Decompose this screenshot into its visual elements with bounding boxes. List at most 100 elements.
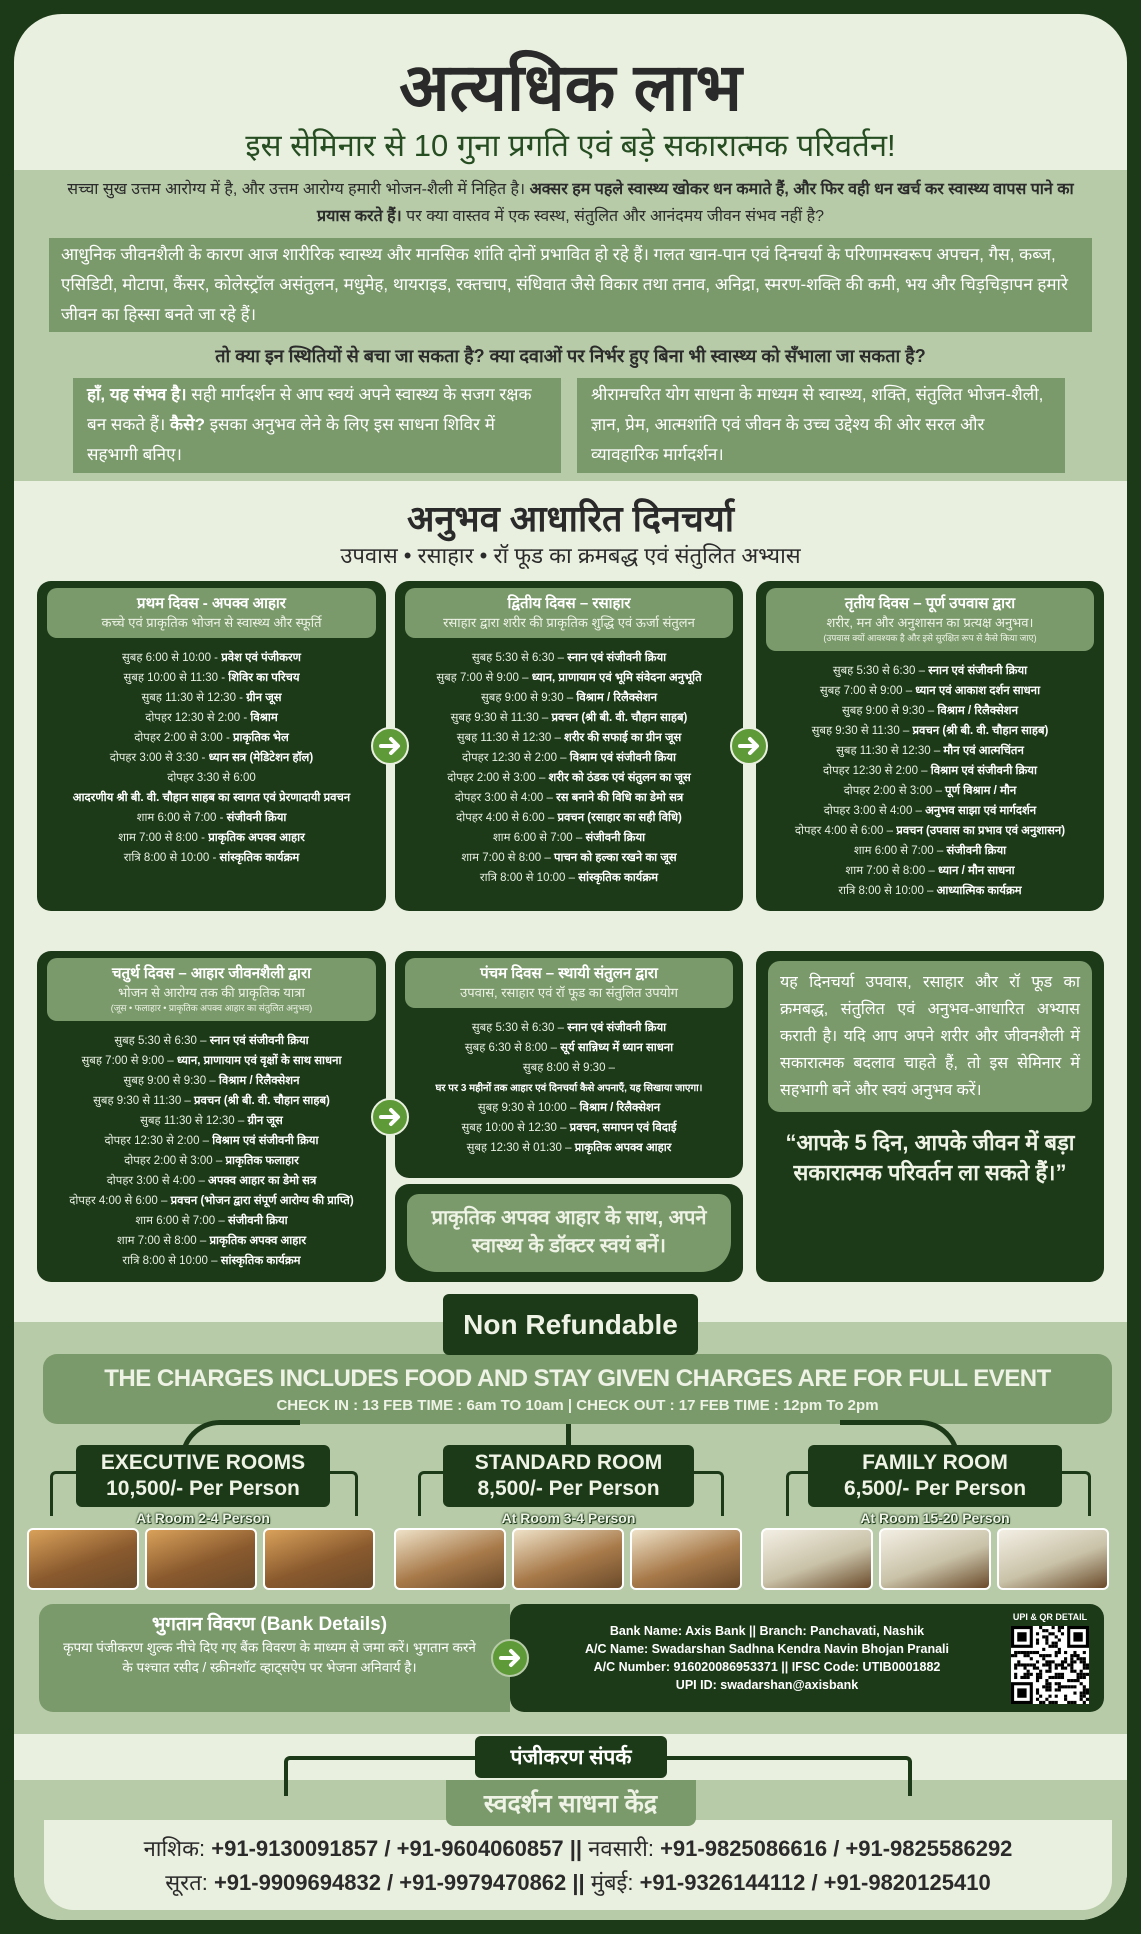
schedule-time: दोपहर 3:00 से 4:00 –: [454, 792, 557, 804]
intro-text-bold: अक्सर हम पहले स्वास्थ्य खोकर धन कमाते है…: [316, 181, 1074, 225]
contact-line: सूरत: +91-9909694832 / +91-9979470862 ||…: [50, 1866, 1106, 1900]
schedule-time: रात्रि 8:00 से 10:00 –: [838, 885, 937, 897]
schedule-item: सुबह 6:30 से 8:00 – सूर्य सान्निध्य में …: [401, 1038, 737, 1058]
schedule-time: सुबह 9:30 से 11:30 –: [811, 725, 913, 737]
phone-numbers[interactable]: +91-9825086616 / +91-9825586292: [660, 1836, 1013, 1861]
room-photo: [879, 1528, 991, 1590]
schedule-item: दोपहर 12:30 से 2:00 – विश्राम एवं संजीवन…: [401, 748, 737, 768]
day-header: प्रथम दिवस - अपक्व आहार कच्चे एवं प्राकृ…: [47, 588, 376, 638]
schedule-time: शाम 7:00 से 8:00 –: [116, 1235, 210, 1247]
schedule-item: रात्रि 8:00 से 10:00 – सांस्कृतिक कार्यक…: [43, 1251, 380, 1271]
schedule-item: सुबह 8:00 से 9:30 –घर पर 3 महीनों तक आहा…: [401, 1058, 737, 1098]
qr-code[interactable]: [1011, 1626, 1089, 1704]
day-header: पंचम दिवस – स्थायी संतुलन द्वारा उपवास, …: [405, 958, 733, 1008]
schedule-item: दोपहर 2:00 से 3:00 – पूर्ण विश्राम / मौन: [762, 781, 1098, 801]
schedule-item: दोपहर 4:00 से 6:00 – प्रवचन (भोजन द्वारा…: [43, 1191, 380, 1211]
phone-numbers[interactable]: +91-9130091857 / +91-9604060857 ||: [211, 1836, 589, 1861]
schedule-activity: ध्यान, प्राणायाम एवं वृक्षों के साथ साधन…: [176, 1055, 342, 1067]
schedule-time: सुबह 6:00 से 10:00 -: [122, 652, 222, 664]
schedule-activity: प्रवचन (श्री बी. वी. चौहान साहब): [194, 1095, 330, 1107]
schedule-activity: ध्यान / मौन साधना: [938, 865, 1015, 877]
schedule-activity: संजीवनी क्रिया: [585, 832, 646, 844]
phone-numbers[interactable]: +91-9909694832 / +91-9979470862 ||: [213, 1870, 591, 1895]
schedule-item: दोपहर 4:00 से 6:00 – प्रवचन (उपवास का प्…: [762, 821, 1098, 841]
schedule-time: सुबह 11:30 से 12:30 –: [456, 732, 565, 744]
schedule-activity: प्राकृतिक फलाहार: [225, 1155, 299, 1167]
room-name: STANDARD ROOM: [474, 1451, 663, 1474]
city-label: नाशिक:: [143, 1836, 212, 1861]
schedule-item: दोपहर 3:00 से 4:00 – रस बनाने की विधि का…: [401, 788, 737, 808]
room-photo: [394, 1528, 506, 1590]
schedule-item: सुबह 11:30 से 12:30 – मौन एवं आत्मचिंतन: [762, 741, 1098, 761]
schedule-item: सुबह 9:30 से 10:00 – विश्राम / रिलैक्सेश…: [401, 1098, 737, 1118]
room-occupancy: At Room 3-4 Person: [501, 1510, 636, 1526]
header: अत्यधिक लाभ इस सेमिनार से 10 गुना प्रगति…: [14, 14, 1127, 166]
schedule-time: रात्रि 8:00 से 10:00 –: [479, 872, 579, 884]
schedule-activity: विश्राम / रिलैक्सेशन: [576, 692, 657, 704]
schedule-activity: प्राकृतिक अपक्व आहार: [208, 832, 305, 844]
account-name: A/C Name: Swadarshan Sadhna Kendra Navin…: [585, 1642, 949, 1656]
schedule-activity: अपक्व आहार का डेमो सत्र: [208, 1175, 317, 1187]
schedule-item: रात्रि 8:00 से 10:00 – सांस्कृतिक कार्यक…: [401, 868, 737, 888]
schedule-item: सुबह 9:30 से 11:30 – प्रवचन (श्री बी. वी…: [401, 708, 737, 728]
day-subtitle: शरीर, मन और अनुशासन का प्रत्यक्ष अनुभव।: [826, 615, 1034, 630]
schedule-item: सुबह 9:30 से 11:30 – प्रवचन (श्री बी. वी…: [43, 1091, 380, 1111]
schedule-time: दोपहर 3:00 से 3:30 -: [109, 752, 209, 764]
city-label: मुंबई:: [590, 1870, 640, 1895]
closing-text: यह दिनचर्या उपवास, रसाहार और रॉ फूड का क…: [768, 961, 1092, 1112]
question-line: तो क्या इन स्थितियों से बचा जा सकता है? …: [215, 346, 926, 366]
schedule-time: दोपहर 2:00 से 3:00 –: [843, 785, 946, 797]
arrow-right-circle-icon: [371, 727, 409, 765]
schedule-time: सुबह 7:00 से 9:00 –: [436, 672, 532, 684]
checkin-checkout: CHECK IN : 13 FEB TIME : 6am TO 10am | C…: [276, 1397, 879, 1414]
upi-id: UPI ID: swadarshan@axisbank: [675, 1678, 859, 1692]
phone-numbers[interactable]: +91-9326144112 / +91-9820125410: [639, 1870, 991, 1895]
schedule-time: शाम 6:00 से 7:00 –: [492, 832, 586, 844]
main-subtitle: इस सेमिनार से 10 गुना प्रगति एवं बड़े सक…: [245, 128, 896, 163]
schedule-activity: स्नान एवं संजीवनी क्रिया: [928, 665, 1028, 677]
room-price: 6,500/- Per Person: [843, 1477, 1027, 1500]
day-5-card: पंचम दिवस – स्थायी संतुलन द्वारा उपवास, …: [395, 951, 743, 1178]
schedule-item: शाम 7:00 से 8:00 – ध्यान / मौन साधना: [762, 861, 1098, 881]
schedule-activity: पूर्ण विश्राम / मौन: [945, 785, 1017, 797]
schedule-time: दोपहर 3:00 से 4:00 –: [106, 1175, 209, 1187]
schedule-activity: प्रवचन (श्री बी. वी. चौहान साहब): [551, 712, 688, 724]
schedule-time: दोपहर 4:00 से 6:00 –: [69, 1195, 171, 1207]
slogan-text: प्राकृतिक अपक्व आहार के साथ, अपने स्वास्…: [407, 1194, 731, 1272]
schedule-activity: प्राकृतिक अपक्व आहार: [574, 1142, 672, 1154]
schedule-item: सुबह 7:00 से 9:00 – ध्यान, प्राणायाम एवं…: [43, 1051, 380, 1071]
schedule-time: दोपहर 2:00 से 3:00 –: [447, 772, 549, 784]
schedule-time: सुबह 9:30 से 10:00 –: [477, 1102, 580, 1114]
schedule-item: दोपहर 2:00 से 3:00 - प्राकृतिक भेल: [43, 728, 380, 748]
room-name: FAMILY ROOM: [862, 1451, 1008, 1474]
qr-column: UPI & QR DETAIL: [1010, 1612, 1090, 1704]
payment-title: भुगतान विवरण (Bank Details): [151, 1614, 388, 1635]
schedule-time: शाम 7:00 से 8:00 –: [461, 852, 554, 864]
schedule-item: सुबह 12:30 से 01:30 – प्राकृतिक अपक्व आह…: [401, 1138, 737, 1158]
schedule-activity: प्रवचन (रसाहार का सही विधि): [557, 812, 682, 824]
schedule-activity: विश्राम: [250, 712, 278, 724]
schedule-item: सुबह 7:00 से 9:00 – ध्यान एवं आकाश दर्शन…: [762, 681, 1098, 701]
schedule-item: दोपहर 3:00 से 4:00 – अपक्व आहार का डेमो …: [43, 1171, 380, 1191]
schedule-time: शाम 7:00 से 8:00 –: [845, 865, 939, 877]
bank-name: Bank Name: Axis Bank || Branch: Panchava…: [609, 1624, 925, 1638]
day-title: चतुर्थ दिवस – आहार जीवनशैली द्वारा: [112, 965, 311, 982]
schedule-item: सुबह 11:30 से 12:30 – ग्रीन जूस: [43, 1111, 380, 1131]
schedule-activity: प्रवेश एवं पंजीकरण: [221, 652, 301, 664]
payment-instructions: कृपया पंजीकरण शुल्क नीचे दिए गए बैंक विव…: [63, 1640, 476, 1675]
schedule-item: दोपहर 2:00 से 3:00 – शरीर को ठंडक एवं सं…: [401, 768, 737, 788]
schedule-time: शाम 6:00 से 7:00 -: [136, 812, 227, 824]
schedule-activity: प्राकृतिक भेल: [232, 732, 289, 744]
arrow-right-circle-icon: [371, 1097, 409, 1136]
schedule-time: सुबह 6:30 से 8:00 –: [464, 1042, 561, 1054]
contact-section: पंजीकरण संपर्क स्वदर्शन साधना केंद्र नाश…: [14, 1734, 1127, 1920]
bank-details: Bank Name: Axis Bank || Branch: Panchava…: [534, 1622, 1000, 1694]
intro-paragraph: सच्चा सुख उत्तम आरोग्य में है, और उत्तम …: [34, 176, 1107, 230]
guidance-box: श्रीरामचरित योग साधना के माध्यम से स्वास…: [577, 378, 1065, 473]
schedule-item: सुबह 11:30 से 12:30 - ग्रीन जूस: [43, 688, 380, 708]
routine-row-1: प्रथम दिवस - अपक्व आहार कच्चे एवं प्राकृ…: [14, 581, 1127, 911]
intro-band: सच्चा सुख उत्तम आरोग्य में है, और उत्तम …: [14, 170, 1127, 481]
schedule-item: शाम 6:00 से 7:00 – संजीवनी क्रिया: [43, 1211, 380, 1231]
room-photo: [263, 1528, 375, 1590]
